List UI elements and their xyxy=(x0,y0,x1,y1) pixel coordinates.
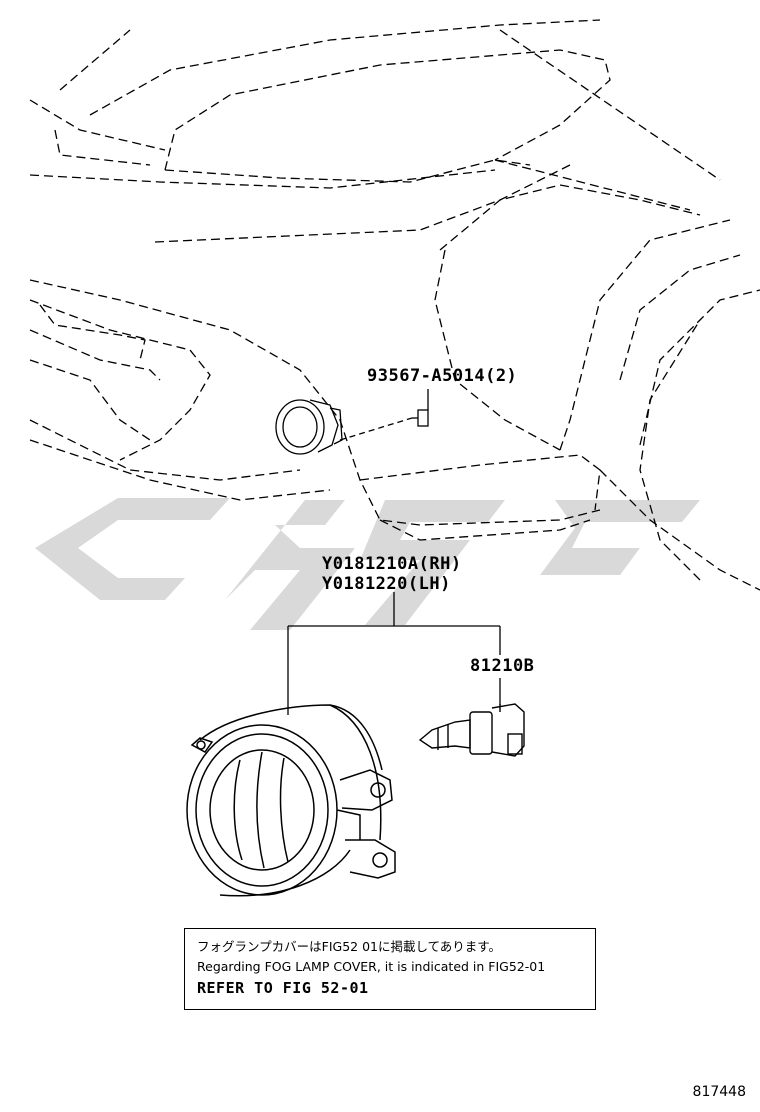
leader-lines xyxy=(287,592,501,715)
fog-lamp-rh-part-number: Y0181210A(RH) xyxy=(322,554,462,574)
screw-part-number: 93567-A5014(2) xyxy=(367,366,518,386)
mounted-fog-lamp xyxy=(275,399,343,455)
bulb-part xyxy=(418,703,525,757)
fog-lamp-assembly xyxy=(186,704,396,897)
note-box: フォグランプカバーはFIG52 01に掲載してあります。 Regarding F… xyxy=(184,928,596,1010)
reference-number: 817448 xyxy=(692,1084,746,1100)
car-body-outline xyxy=(29,19,760,591)
note-refer-link[interactable]: REFER TO FIG 52-01 xyxy=(197,979,369,997)
note-line-english: Regarding FOG LAMP COVER, it is indicate… xyxy=(197,959,546,974)
watermark-logo xyxy=(35,498,700,630)
screw-part xyxy=(339,389,429,441)
bulb-part-number: 81210B xyxy=(470,656,535,676)
note-line-japanese: フォグランプカバーはFIG52 01に掲載してあります。 xyxy=(197,939,501,954)
fog-lamp-lh-part-number: Y0181220(LH) xyxy=(322,574,451,594)
